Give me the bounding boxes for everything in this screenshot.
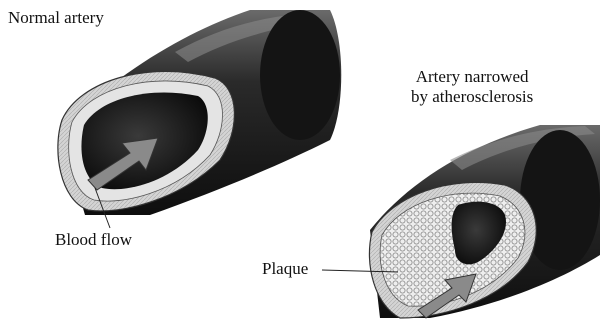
narrowed-artery-label-line1: Artery narrowed [411,67,533,87]
narrowed-artery-illustration [322,125,600,318]
narrowed-artery-label: Artery narrowed by atherosclerosis [411,67,533,107]
normal-artery-far-end [260,10,340,140]
normal-artery-illustration [58,10,341,228]
narrowed-artery-label-line2: by atherosclerosis [411,87,533,107]
plaque-label: Plaque [262,259,308,279]
normal-artery-label: Normal artery [8,8,104,28]
blood-flow-label: Blood flow [55,230,132,250]
